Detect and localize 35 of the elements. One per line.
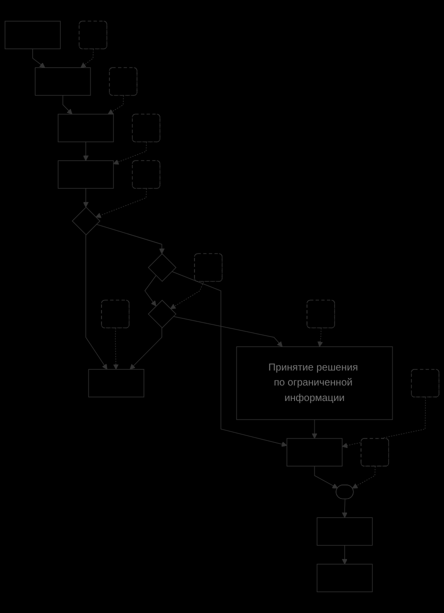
arrow	[32, 48, 46, 68]
arrow	[342, 397, 426, 448]
arrow	[130, 328, 162, 370]
arrow	[314, 466, 338, 488]
arrow	[108, 95, 124, 114]
node-box: Принятие решения по ограниченной информации	[236, 346, 393, 420]
node-box	[286, 438, 342, 466]
arrow	[352, 466, 376, 488]
arrow	[342, 498, 348, 518]
arrow	[312, 419, 318, 439]
node-box	[88, 369, 144, 398]
arrow	[342, 545, 348, 564]
node-diamond	[148, 253, 176, 282]
node-box	[34, 67, 91, 96]
arrow	[83, 188, 89, 208]
node-diamond	[72, 206, 100, 236]
node-box	[316, 564, 373, 592]
arrow	[80, 48, 94, 68]
arrow	[96, 188, 147, 218]
arrow	[62, 95, 72, 114]
arrow	[113, 142, 147, 165]
node-box	[4, 20, 61, 50]
node-diamond	[148, 300, 176, 328]
arrow	[172, 316, 283, 347]
node-box	[58, 160, 114, 189]
arrow	[170, 281, 204, 310]
arrow	[317, 328, 323, 347]
arrow	[171, 271, 288, 447]
arrow	[85, 234, 108, 370]
arrow	[144, 275, 156, 306]
arrow	[96, 224, 165, 254]
node-box	[316, 517, 373, 546]
arrow	[113, 328, 119, 370]
node-box	[58, 114, 114, 142]
arrow	[83, 142, 89, 161]
